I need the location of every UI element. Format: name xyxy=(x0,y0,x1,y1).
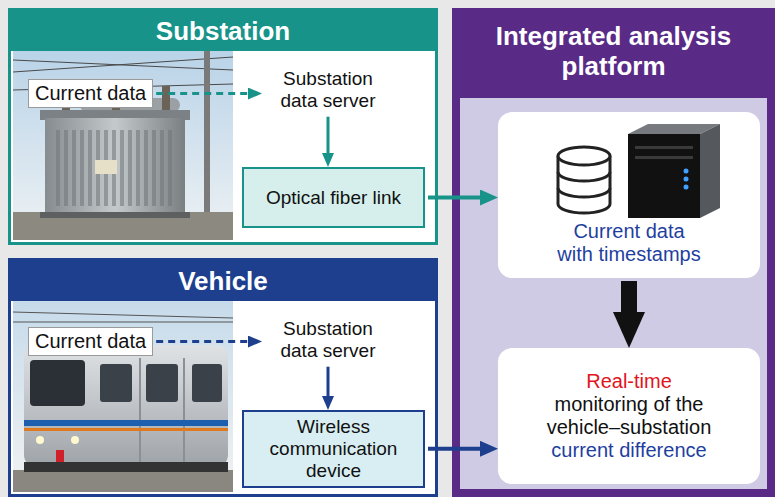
train-photo xyxy=(24,345,228,467)
server-tower xyxy=(684,185,689,190)
panel-grounds xyxy=(8,258,438,497)
server-tower xyxy=(684,177,689,182)
server-label-box: Substation data server xyxy=(262,316,394,364)
server-tower xyxy=(628,134,700,218)
flow-arrow xyxy=(327,117,330,155)
server-tower xyxy=(684,169,689,174)
train-photo xyxy=(13,470,233,492)
train-photo xyxy=(30,360,85,406)
transformer-photo xyxy=(13,50,233,240)
server-tower xyxy=(628,124,720,218)
server-label: Substation data server xyxy=(264,318,392,362)
transformer-photo xyxy=(162,86,170,112)
train-photo xyxy=(24,428,228,431)
train-photo xyxy=(71,436,79,444)
transformer-photo xyxy=(40,212,190,218)
train-photo xyxy=(13,312,233,322)
card-label: Current data with timestamps xyxy=(554,220,704,266)
train-photo xyxy=(56,450,64,462)
transformer-photo xyxy=(13,50,233,240)
process-label: Optical fiber link xyxy=(266,187,401,209)
flow-arrow xyxy=(428,447,482,451)
database-icon xyxy=(558,147,610,213)
data-card: Current data with timestamps xyxy=(498,112,760,278)
panel-heading: Integrated analysis platform xyxy=(460,16,767,94)
train-photo xyxy=(146,364,178,402)
panel-grounds xyxy=(452,8,775,98)
flow-arrow xyxy=(428,196,482,200)
transformer-photo xyxy=(95,160,117,174)
card-label: Real-time xyxy=(586,370,672,393)
panel-frame: SubstationCurrent data Substation data se… xyxy=(8,8,438,245)
card-label: current difference xyxy=(551,439,706,462)
flow-arrow xyxy=(156,340,250,343)
flow-arrow xyxy=(327,367,330,398)
train-photo xyxy=(36,436,44,444)
train-photo xyxy=(13,300,233,492)
panel-frame: Integrated analysis platform Current dat… xyxy=(452,8,775,497)
process-box: Wireless communication device xyxy=(242,410,425,488)
server-icon xyxy=(498,116,760,221)
train-photo xyxy=(13,300,233,492)
flow-arrow xyxy=(621,281,637,314)
data-tag: Current data xyxy=(28,79,153,108)
train-photo xyxy=(24,462,228,472)
server-tower xyxy=(635,146,693,149)
data-label: Current data xyxy=(35,329,146,354)
database-icon xyxy=(558,172,610,197)
server-tower xyxy=(635,156,693,159)
panel-heading: Substation xyxy=(11,11,435,51)
transformer-photo xyxy=(55,130,175,206)
database-icon xyxy=(558,147,610,165)
process-label: Wireless communication device xyxy=(252,416,415,482)
server-label: Substation data server xyxy=(264,68,392,112)
transformer-photo xyxy=(45,118,185,214)
data-tag: Current data xyxy=(28,327,153,356)
panel-grounds xyxy=(452,8,775,497)
card-label: monitoring of the vehicle–substation xyxy=(527,393,732,439)
train-photo xyxy=(24,420,228,426)
train-photo xyxy=(192,364,222,402)
server-tower xyxy=(700,124,720,218)
train-photo xyxy=(139,358,141,462)
transformer-photo xyxy=(13,212,233,240)
panel-frame: VehicleCurrent data Substation data serve… xyxy=(8,258,438,497)
data-label: Current data xyxy=(35,81,146,106)
panel-heading: Vehicle xyxy=(11,261,435,301)
process-box: Optical fiber link xyxy=(242,167,425,228)
server-label-box: Substation data server xyxy=(262,66,394,114)
train-photo xyxy=(100,364,132,402)
flow-arrow xyxy=(156,92,250,95)
panel-grounds xyxy=(8,8,438,245)
monitor-card: Real-timemonitoring of the vehicle–subst… xyxy=(498,348,760,484)
train-photo xyxy=(183,358,185,462)
transformer-photo xyxy=(204,50,210,220)
